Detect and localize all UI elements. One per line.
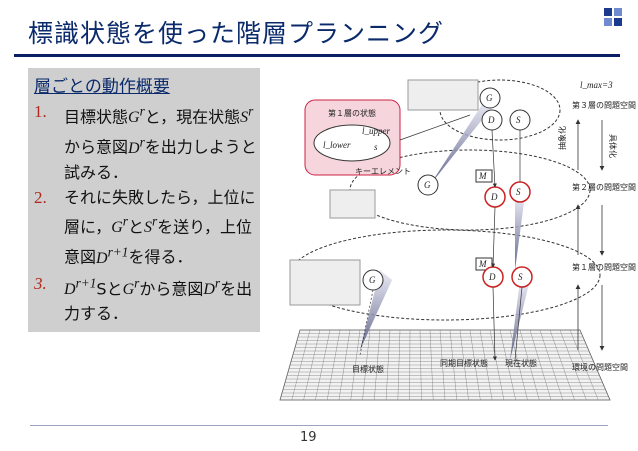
item-number: 2.: [34, 188, 47, 207]
item-text: 目標状態Grと，現在状態Srから意図Drを出力しようと試みる．: [64, 104, 257, 182]
list-item: 1. 目標状態Grと，現在状態Srから意図Drを出力しようと試みる．: [34, 100, 257, 182]
current-state-label: 現在状態: [505, 358, 537, 368]
slide-title: 標識状態を使った階層プランニング: [28, 19, 445, 48]
abstract-label: 抽象化: [557, 126, 567, 150]
page-number: 19: [300, 430, 317, 445]
right-label-level3: 第３層の問題空間: [572, 100, 636, 110]
projection-beam: [510, 280, 530, 360]
callout-node-left: l_lower: [323, 140, 351, 150]
node-goal-level3: [479, 87, 501, 109]
callout-title: 第１層の状態: [328, 108, 376, 118]
corner-decoration: [614, 18, 622, 26]
svg-text:S: S: [518, 272, 523, 282]
thumbnail-image: [407, 79, 479, 111]
projection-beam: [430, 100, 493, 185]
right-label-level1: 第１層の問題空間: [572, 262, 636, 272]
level-1-ellipse: [289, 229, 601, 321]
svg-text:G: G: [369, 275, 376, 285]
item-text: Dr+1SとGrから意図Drを出力する．: [64, 276, 253, 324]
level-1-state-callout: 第１層の状態 l_lower l_upper s キーエレメント: [304, 99, 471, 176]
right-label-level2: 第２層の問題空間: [572, 182, 636, 192]
svg-text:G: G: [486, 93, 493, 103]
corner-decoration: [604, 18, 612, 26]
thumbnail-image: [329, 189, 376, 219]
svg-text:M: M: [478, 171, 487, 181]
node-goal-level2: [417, 174, 439, 196]
top-level-label: l_max=3: [580, 80, 613, 90]
goal-state-label: 目標状態: [352, 364, 384, 374]
svg-text:D: D: [490, 192, 498, 202]
svg-text:D: D: [487, 115, 495, 125]
thumbnail-image: [289, 259, 361, 306]
embody-label: 具体化: [608, 134, 618, 158]
footer-rule: [30, 425, 608, 426]
item-number: 3.: [34, 274, 47, 293]
item-text: それに失敗したら，上位に層に，GrとSrを送り，上位意図Dr+1を得る．: [64, 188, 256, 267]
hierarchy-diagram: 第１層の状態 l_lower l_upper s キーエレメント G D S G…: [279, 79, 636, 401]
callout-node-right: s: [374, 142, 378, 152]
sync-goal-label: 同期目標状態: [440, 358, 488, 368]
list-item: 2. それに失敗したら，上位に層に，GrとSrを送り，上位意図Dr+1を得る．: [34, 186, 256, 267]
title-rule: [14, 54, 620, 57]
projection-beam: [515, 195, 525, 270]
panel-heading: 層ごとの動作概要: [34, 77, 170, 97]
svg-text:G: G: [424, 180, 431, 190]
corner-decoration: [604, 8, 612, 16]
environment-grid: [279, 329, 611, 401]
svg-text:S: S: [516, 187, 521, 197]
explanation-panel: 層ごとの動作概要 1. 目標状態Grと，現在状態Srから意図Drを出力しようと試…: [28, 68, 260, 332]
svg-text:D: D: [488, 272, 496, 282]
callout-node-upper: l_upper: [362, 126, 390, 136]
svg-text:S: S: [516, 115, 521, 125]
item-number: 1.: [34, 102, 47, 121]
projection-beam: [360, 270, 392, 350]
right-label-level0: 環境の問題空間: [572, 362, 628, 372]
node-memory-level2: [475, 169, 493, 183]
callout-caption: キーエレメント: [355, 167, 411, 176]
svg-text:M: M: [478, 259, 487, 269]
list-item: 3. Dr+1SとGrから意図Drを出力する．: [34, 272, 256, 323]
corner-decoration: [614, 8, 622, 16]
